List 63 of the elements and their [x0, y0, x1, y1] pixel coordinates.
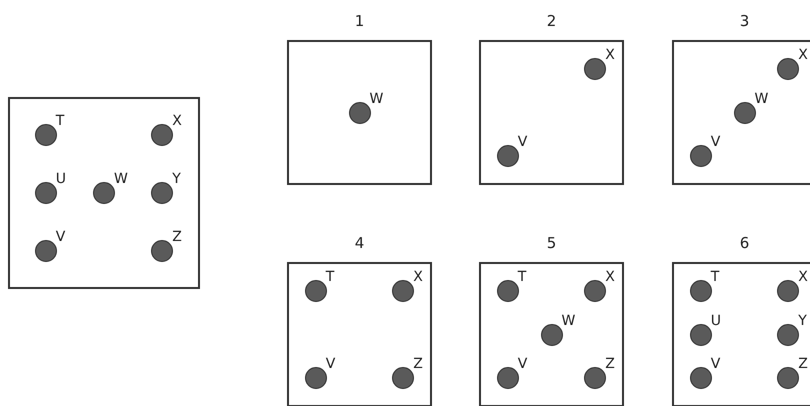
dot: [392, 280, 414, 302]
dot-label: X: [172, 114, 182, 128]
dot-label: V: [710, 357, 720, 372]
dot-label: T: [326, 270, 334, 284]
dot: [151, 182, 174, 204]
dot: [34, 240, 57, 262]
dot-label: X: [798, 270, 808, 284]
dot: [392, 367, 414, 390]
dot-label: T: [518, 270, 526, 284]
dot-label: V: [326, 357, 336, 372]
box-number: 2: [546, 12, 556, 30]
dot-label: X: [413, 270, 423, 284]
dot: [584, 367, 606, 390]
dot-label: X: [798, 48, 808, 62]
dot-label: Z: [413, 357, 423, 372]
dot-label: Z: [798, 357, 808, 372]
dot-label: W: [562, 314, 576, 328]
dot: [304, 367, 327, 390]
dot-label: T: [56, 114, 64, 128]
dot: [777, 324, 800, 346]
dot-label: X: [605, 48, 615, 62]
dot: [777, 367, 800, 390]
dot-label: T: [710, 270, 720, 284]
dot-label: Y: [798, 314, 807, 328]
box-number: 5: [546, 234, 556, 252]
dot: [34, 182, 57, 204]
dot: [584, 58, 606, 80]
dot: [734, 102, 756, 124]
box-number: 4: [354, 234, 364, 252]
dot: [496, 280, 519, 302]
dot-label: X: [605, 270, 615, 284]
dot-label: U: [710, 314, 722, 328]
dot: [777, 58, 800, 80]
dot: [690, 324, 712, 346]
dot-label: Y: [172, 172, 181, 186]
dot: [777, 280, 800, 302]
dot-label: V: [518, 357, 528, 372]
dot: [151, 240, 174, 262]
dot: [690, 145, 712, 168]
dot-label: V: [518, 135, 528, 150]
dot: [496, 145, 519, 168]
dot-label: W: [754, 92, 768, 106]
pattern-box: [8, 97, 200, 289]
dot: [690, 280, 712, 302]
dot: [348, 102, 370, 124]
dot-label: U: [56, 172, 66, 186]
dot-label: Z: [172, 230, 182, 244]
dot-label: W: [114, 172, 128, 186]
dot: [690, 367, 712, 390]
box-number: 3: [740, 12, 750, 30]
dot: [151, 124, 174, 146]
dot: [540, 324, 562, 346]
dot-label: V: [710, 135, 720, 150]
dot: [584, 280, 606, 302]
dot-label: V: [56, 230, 66, 244]
dot: [304, 280, 327, 302]
dot: [93, 182, 115, 204]
dot: [496, 367, 519, 390]
dot: [34, 124, 57, 146]
box-number: 6: [740, 234, 750, 252]
dot-label: Z: [605, 357, 615, 372]
dot-label: W: [370, 92, 384, 106]
box-number: 1: [354, 12, 364, 30]
